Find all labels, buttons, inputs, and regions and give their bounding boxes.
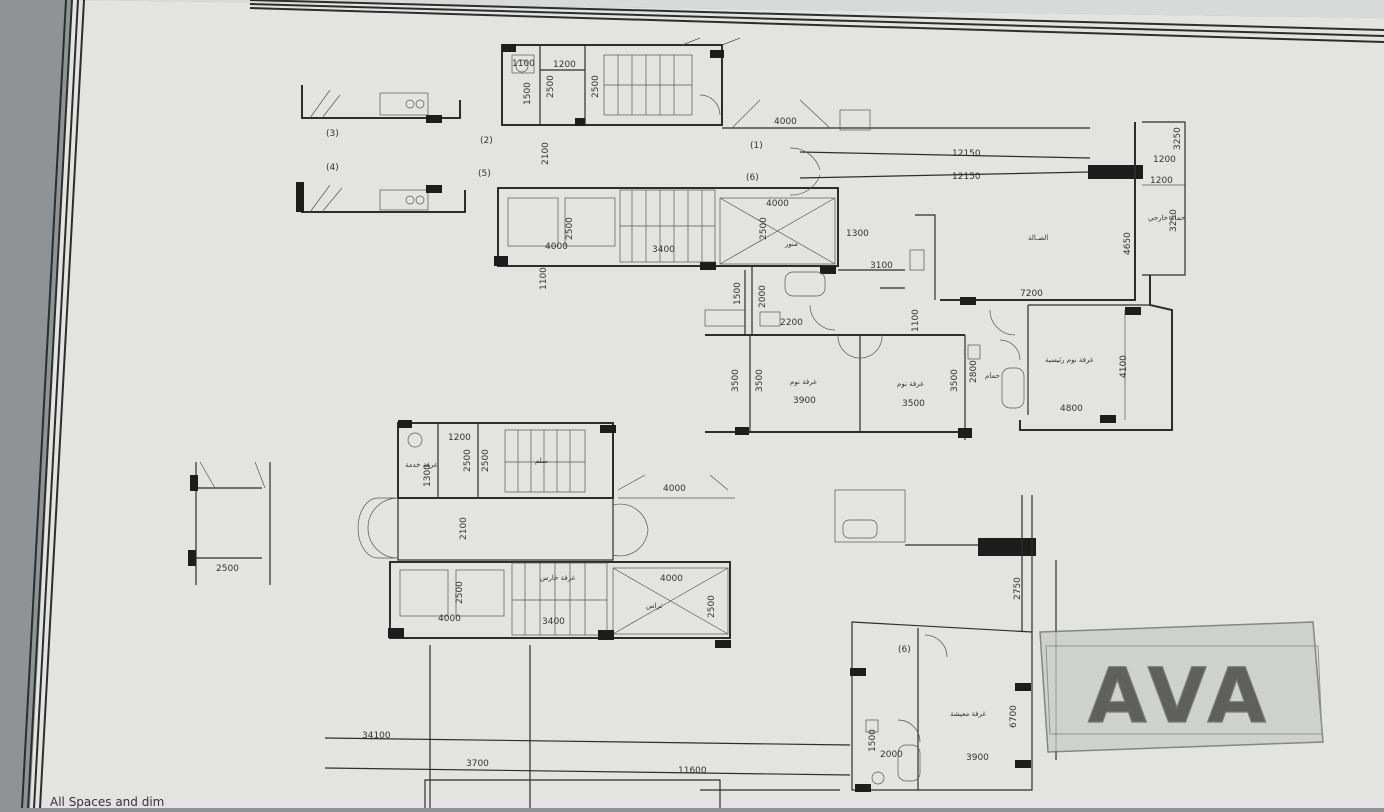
lower-right-apartment [834, 489, 1057, 792]
section-markers: (1) (2) (3) (4) (5) (6) (6) [326, 129, 911, 655]
room-label: سلم [535, 457, 548, 465]
dim-label: 4000 [660, 574, 683, 584]
dim-label: 1200 [1150, 176, 1173, 186]
dim-label: 2100 [459, 517, 469, 540]
dim-label: 3250 [1169, 209, 1179, 232]
room-label: الصـالة [1028, 234, 1048, 242]
dim-label: 4100 [1119, 355, 1129, 378]
corridor [722, 99, 1143, 196]
room-label: حمام [985, 372, 1000, 380]
marker-label: (6) [746, 173, 759, 183]
room-label: تراس [646, 602, 662, 610]
room-label: غرفة نوم رئيسية [1045, 356, 1094, 364]
dim-label: 2500 [481, 449, 491, 472]
dim-label: 2800 [969, 360, 979, 383]
dim-label: 1500 [868, 729, 878, 752]
marker-label: (6) [898, 645, 911, 655]
dim-label: 2500 [565, 217, 575, 240]
dim-label: 1100 [911, 309, 921, 332]
dim-label: 2000 [758, 285, 768, 308]
dim-label: 7200 [1020, 289, 1043, 299]
dimension-labels: 1100 1200 1500 2500 2500 2100 1100 2500 … [216, 59, 1183, 776]
top-core-block [501, 37, 741, 126]
dim-label: 3500 [902, 399, 925, 409]
dim-label: 1200 [553, 60, 576, 70]
dim-label: 3500 [731, 369, 741, 392]
room-label: غرفة معيشة [950, 710, 986, 718]
dim-label: 2750 [1013, 577, 1023, 600]
dim-label: 2500 [591, 75, 601, 98]
dim-label: 2200 [780, 318, 803, 328]
dim-label: 3250 [1173, 127, 1183, 150]
dim-label: 2100 [541, 142, 551, 165]
room-label: غرفة خدمة [405, 461, 438, 469]
dim-label: 2000 [880, 750, 903, 760]
dim-label: 4000 [663, 484, 686, 494]
bottom-edge [324, 645, 851, 808]
dim-label: 4000 [438, 614, 461, 624]
room-labels: الصـالة غرفة نوم رئيسية غرفة نوم غرفة نو… [405, 214, 1185, 718]
dim-label: 12150 [952, 172, 981, 182]
dim-label: 12150 [952, 149, 981, 159]
dim-label: 3900 [966, 753, 989, 763]
dim-label: 1100 [512, 59, 535, 69]
right-apartment [704, 121, 1186, 440]
ava-stamp: AVA [1039, 621, 1324, 753]
dim-label: 4000 [545, 242, 568, 252]
dim-label: 3400 [652, 245, 675, 255]
dim-label: 3900 [793, 396, 816, 406]
room-label: غرفة نوم [897, 380, 924, 388]
dim-label: 1500 [523, 82, 533, 105]
stamp-text: AVA [1088, 651, 1272, 740]
dim-label: 1500 [733, 282, 743, 305]
middle-core-block [494, 187, 839, 274]
dim-label: 4800 [1060, 404, 1083, 414]
left-small-block [188, 461, 271, 585]
room-label: غرفة نوم [790, 378, 817, 386]
dim-label: 2500 [546, 75, 556, 98]
drawing-border [21, 0, 1384, 809]
marker-label: (4) [326, 163, 339, 173]
dim-label: 2500 [216, 564, 239, 574]
room-label: منور [784, 240, 798, 248]
dim-label: 4000 [766, 199, 789, 209]
marker-label: (3) [326, 129, 339, 139]
dim-label: 3700 [466, 759, 489, 769]
dim-label: 2500 [455, 581, 465, 604]
marker-label: (1) [750, 141, 763, 151]
dim-label: 1300 [846, 229, 869, 239]
left-kitchen-strips [296, 85, 466, 213]
room-label: حمام خارجي [1148, 214, 1185, 222]
dim-label: 2500 [707, 595, 717, 618]
dim-label: 4650 [1123, 232, 1133, 255]
marker-label: (5) [478, 169, 491, 179]
dim-label: 1200 [448, 433, 471, 443]
marker-label: (2) [480, 136, 493, 146]
footer-note: All Spaces and dim [50, 795, 164, 808]
dim-label: 3100 [870, 261, 893, 271]
dim-label: 3400 [542, 617, 565, 627]
room-label: غرفة حارس [540, 574, 576, 582]
dim-label: 34100 [362, 731, 391, 741]
dim-label: 2500 [759, 217, 769, 240]
lower-core-block [357, 420, 735, 648]
dim-label: 1300 [423, 464, 433, 487]
paper-sheet [30, 0, 1384, 808]
dim-label: 1200 [1153, 155, 1176, 165]
dim-label: 2500 [463, 449, 473, 472]
dim-label: 3500 [755, 369, 765, 392]
dim-label: 4000 [774, 117, 797, 127]
dim-label: 6700 [1009, 705, 1019, 728]
dim-label: 3500 [950, 369, 960, 392]
dim-label: 11600 [678, 766, 707, 776]
dim-label: 1100 [539, 267, 549, 290]
